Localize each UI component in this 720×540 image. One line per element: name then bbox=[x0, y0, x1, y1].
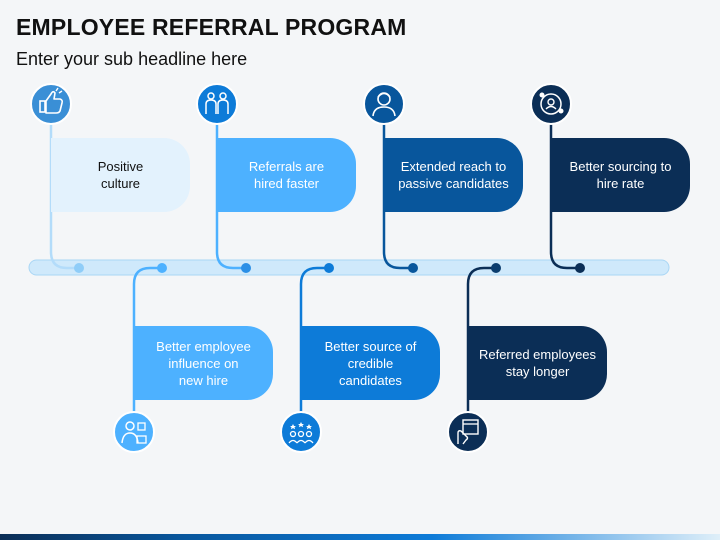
timeline-dot bbox=[324, 263, 334, 273]
benefit-card-top-3: Extended reach to passive candidates bbox=[384, 138, 523, 212]
connector-top-4 bbox=[549, 118, 579, 270]
timeline-bar bbox=[28, 259, 670, 276]
timeline-dot bbox=[74, 263, 84, 273]
rated-team-icon bbox=[280, 411, 322, 453]
benefit-card-text: Extended reach to passive candidates bbox=[398, 159, 509, 191]
benefit-card-text: Positive culture bbox=[97, 159, 144, 191]
connector-bottom-2 bbox=[299, 266, 329, 420]
connector-bottom-3 bbox=[466, 266, 496, 420]
benefit-card-top-4: Better sourcing to hire rate bbox=[551, 138, 690, 212]
timeline-dot bbox=[408, 263, 418, 273]
benefit-card-bottom-3: Referred employees stay longer bbox=[468, 326, 607, 400]
presenter-icon bbox=[113, 411, 155, 453]
benefit-card-bottom-1: Better employee influence on new hire bbox=[134, 326, 273, 400]
connector-top-2 bbox=[215, 118, 245, 270]
benefit-card-text: Better employee influence on new hire bbox=[156, 338, 251, 388]
thumbs-up-icon bbox=[30, 83, 72, 125]
benefit-card-top-1: Positive culture bbox=[51, 138, 190, 212]
timeline-dot bbox=[575, 263, 585, 273]
calendar-hand-icon bbox=[447, 411, 489, 453]
benefit-card-text: Better sourcing to hire rate bbox=[569, 159, 672, 191]
timeline-dot bbox=[241, 263, 251, 273]
benefit-card-bottom-2: Better source of credible candidates bbox=[301, 326, 440, 400]
timeline-dot bbox=[491, 263, 501, 273]
footer-gradient-bar bbox=[0, 534, 720, 540]
people-icon bbox=[196, 83, 238, 125]
page-title: EMPLOYEE REFERRAL PROGRAM bbox=[16, 14, 407, 40]
page-subtitle: Enter your sub headline here bbox=[16, 49, 248, 69]
benefit-card-top-2: Referrals are hired faster bbox=[217, 138, 356, 212]
network-icon bbox=[530, 83, 572, 125]
benefit-card-text: Referred employees stay longer bbox=[478, 347, 597, 379]
person-icon bbox=[363, 83, 405, 125]
connector-top-1 bbox=[49, 118, 78, 270]
timeline-dot bbox=[157, 263, 167, 273]
connector-top-3 bbox=[382, 118, 412, 270]
benefit-card-text: Better source of credible candidates bbox=[324, 338, 417, 388]
benefit-card-text: Referrals are hired faster bbox=[248, 159, 325, 191]
connector-bottom-1 bbox=[132, 266, 162, 420]
